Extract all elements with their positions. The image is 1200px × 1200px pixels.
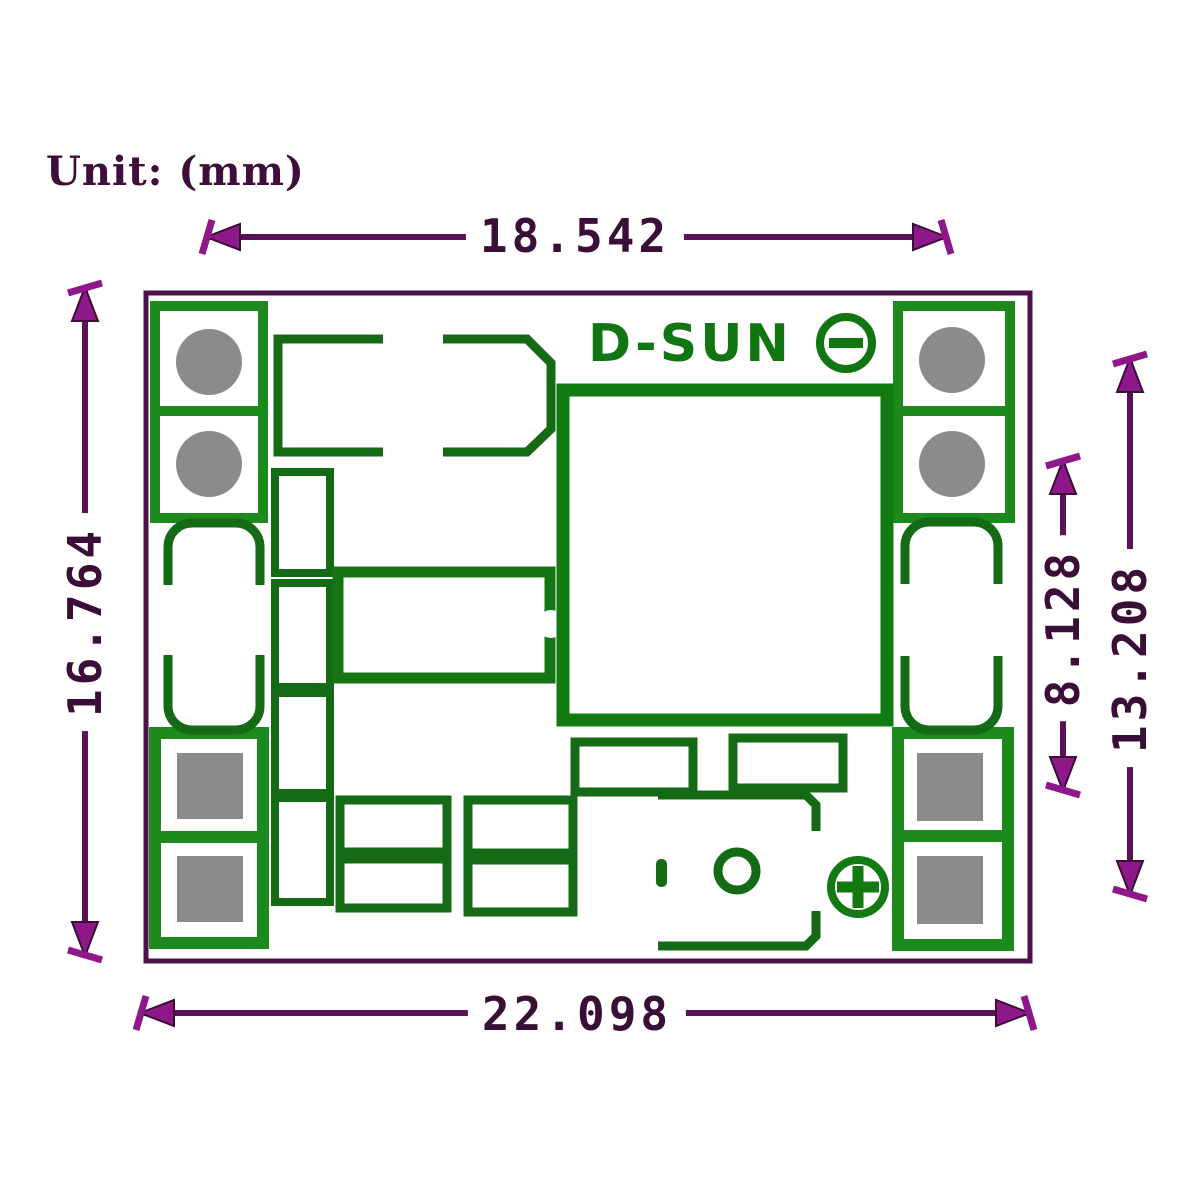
inductor-outline (556, 383, 894, 727)
dimension-right-inner: 8.128 (1036, 534, 1090, 722)
pad-block-bottom-left (149, 727, 269, 949)
dimension-top-width: 18.542 (465, 209, 685, 263)
arrowhead-icon (1115, 355, 1145, 393)
round-pad (919, 327, 985, 393)
capacitor-outline-left (158, 518, 270, 735)
arrowhead-icon (1048, 457, 1078, 495)
pad-block-top-left (150, 301, 268, 523)
dimension-bottom-width: 22.098 (467, 987, 687, 1041)
round-pad (919, 431, 985, 497)
footprint-rect (335, 795, 452, 857)
footprint-rect (271, 468, 334, 577)
square-pad (177, 856, 243, 922)
dimension-left-height: 16.764 (58, 512, 112, 732)
pad-block-bottom-right (892, 727, 1014, 951)
minus-in-circle-icon (816, 313, 876, 373)
pad-block-top-right (893, 301, 1015, 523)
arrowhead-icon (137, 998, 175, 1028)
slot-mark (656, 859, 667, 887)
mount-hole (713, 847, 761, 895)
round-pad (176, 329, 242, 395)
arrowhead-icon (995, 998, 1033, 1028)
footprint-rect (463, 795, 578, 858)
arrowhead-icon (70, 284, 100, 322)
unit-label: Unit: (mm) (46, 148, 305, 195)
footprint-rect (728, 733, 848, 793)
arrowhead-icon (203, 222, 241, 252)
footprint-rect (463, 855, 578, 917)
arrowhead-icon (70, 921, 100, 959)
plus-in-circle-icon (827, 856, 889, 918)
capacitor-outline-right (895, 517, 1007, 735)
trimmer-outline (656, 790, 821, 951)
footprint-rect (271, 579, 334, 691)
dimension-arrowheads (67, 219, 1148, 1031)
footprint-rect (271, 794, 334, 906)
ic-footprint-notched (332, 566, 565, 684)
diode-footprint-outline (273, 334, 556, 457)
round-pad (176, 431, 242, 497)
brand-label: D-SUN (588, 314, 792, 374)
footprint-rect (335, 854, 452, 913)
arrowhead-icon (1048, 756, 1078, 794)
board-outline (143, 290, 1033, 964)
passive-footprint-column (271, 468, 334, 906)
arrowhead-icon (912, 222, 950, 252)
footprint-rect (271, 689, 334, 797)
square-pad (917, 753, 983, 821)
arrowhead-icon (1115, 860, 1145, 898)
passive-footprints-bottom (335, 733, 848, 917)
square-pad (917, 856, 983, 924)
dimension-right-outer: 13.208 (1103, 548, 1157, 768)
square-pad (177, 753, 243, 819)
footprint-rect (570, 737, 698, 797)
